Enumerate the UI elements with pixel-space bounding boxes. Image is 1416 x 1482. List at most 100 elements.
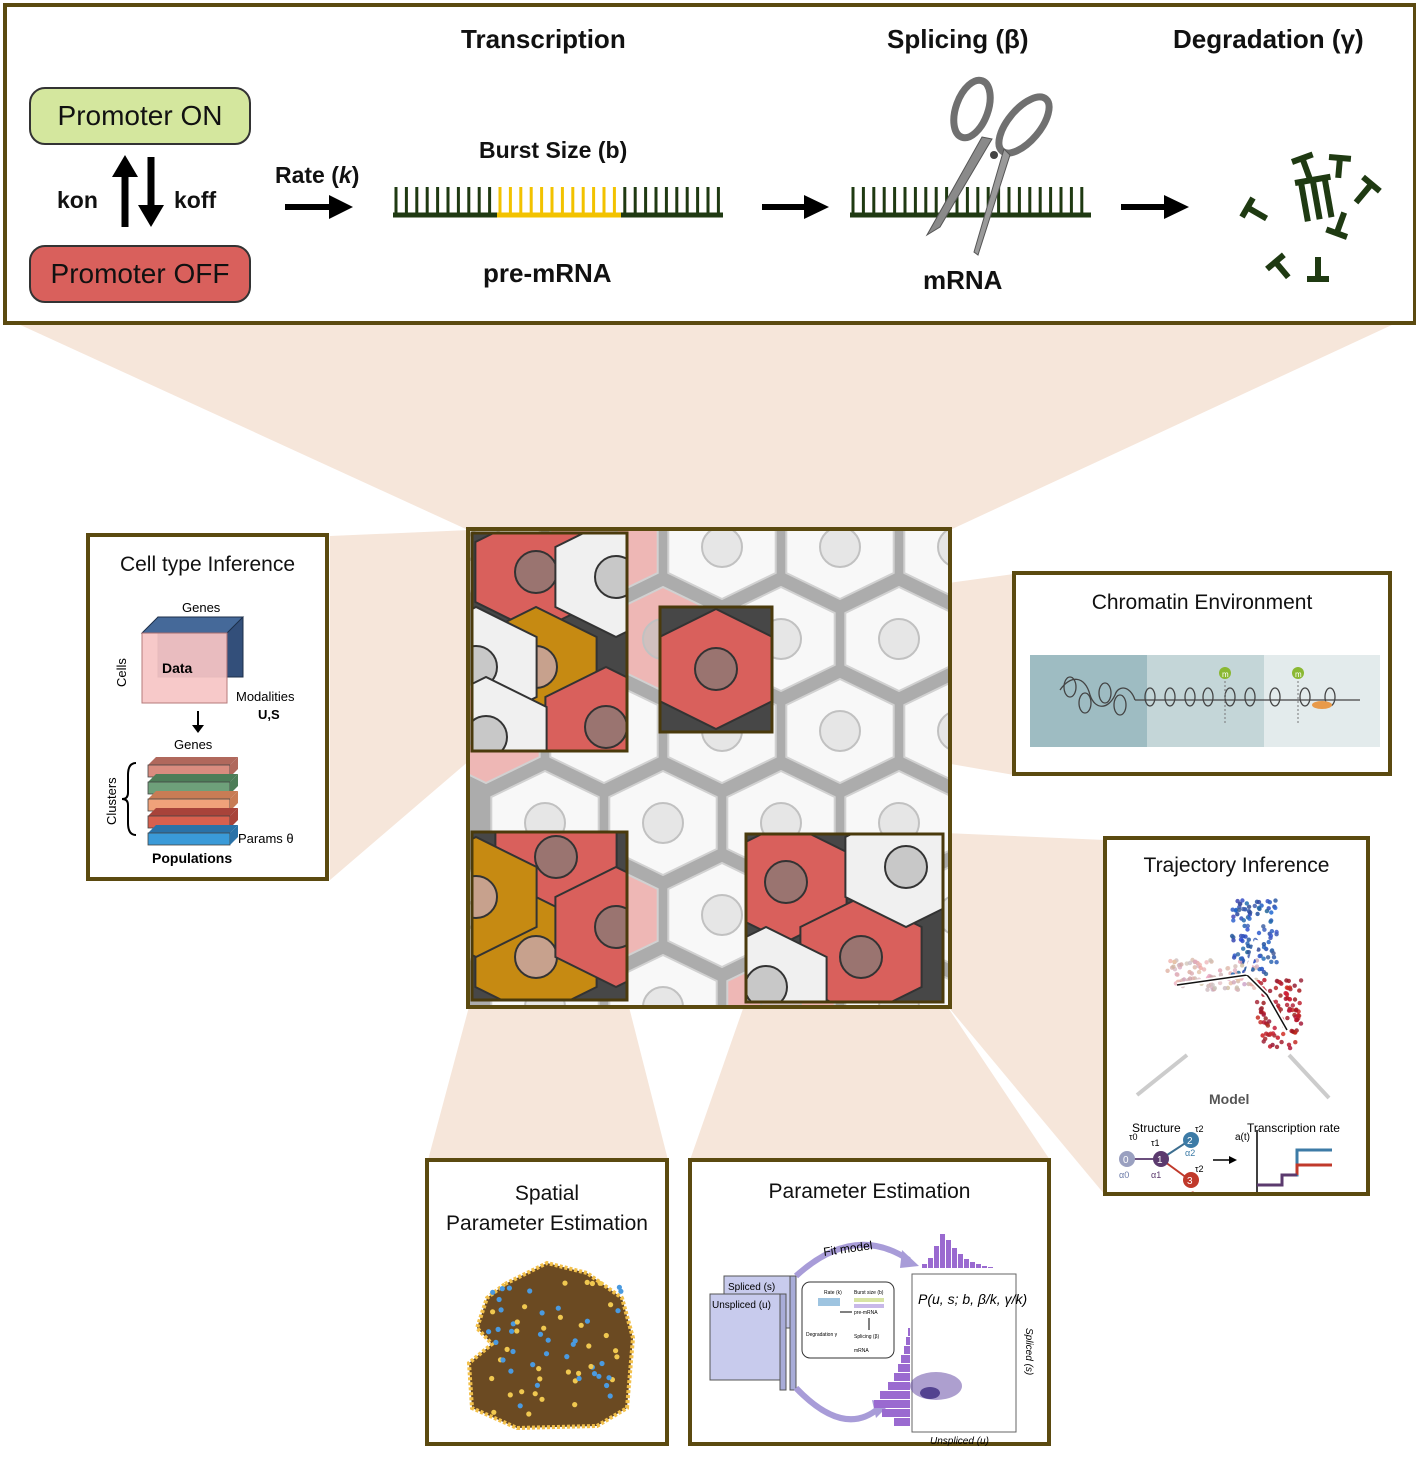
spatial-spot: [490, 1289, 496, 1295]
hist-bar-top: [940, 1234, 945, 1268]
trajectory-point: [1269, 910, 1274, 915]
burst-size-label: Burst Size (b): [479, 137, 628, 163]
methyl-mark-1: m: [1222, 670, 1229, 679]
trajectory-point: [1234, 985, 1240, 990]
highlight-nucleus: [472, 715, 508, 751]
mechanism-graphics: [285, 76, 1382, 282]
trajectory-point: [1284, 992, 1290, 997]
a-t-label: a(t): [1235, 1132, 1250, 1143]
trajectory-point: [1205, 987, 1210, 992]
nucleosome: [1269, 687, 1281, 707]
spatial-spot: [495, 1326, 501, 1332]
promoter-off-box: Promoter OFF: [29, 245, 251, 303]
trajectory-point: [1230, 907, 1235, 912]
highlight-cell: [472, 835, 538, 959]
parameter-estimation-panel: Parameter Estimation Spliced (s) Unsplic…: [688, 1158, 1051, 1446]
cluster-layer-top: [148, 808, 238, 816]
trajectory-point: [1201, 967, 1207, 972]
trajectory-point: [1271, 955, 1277, 960]
tau1-label: τ1: [1151, 1138, 1160, 1148]
trajectory-point: [1231, 980, 1236, 985]
trajectory-point: [1198, 965, 1203, 971]
trajectory-point: [1264, 908, 1270, 914]
spatial-spot: [608, 1302, 614, 1308]
spatial-spot: [522, 1304, 528, 1310]
spatial-spot: [572, 1338, 578, 1344]
trajectory-point: [1279, 1039, 1284, 1045]
hist-bar-top: [928, 1258, 933, 1268]
trajectory-point: [1275, 1035, 1280, 1040]
trajectory-point: [1240, 898, 1245, 903]
highlight-nucleus: [884, 845, 928, 889]
trajectory-point: [1258, 1010, 1264, 1015]
trajectory-point: [1286, 1042, 1292, 1047]
trajectory-point: [1231, 938, 1236, 943]
hist-bar-left: [880, 1391, 910, 1399]
nucleosome: [1164, 687, 1176, 707]
trajectory-point: [1246, 950, 1251, 955]
trajectory-point: [1276, 1003, 1281, 1008]
spatial-spot: [527, 1288, 533, 1294]
cone-trajectory: [945, 833, 1105, 1195]
trajectory-point: [1245, 927, 1250, 932]
data-label: Data: [162, 660, 193, 676]
spatial-spot: [616, 1284, 622, 1290]
likelihood-formula: P(u, s; b, β/k, γ/k): [918, 1291, 1027, 1307]
trajectory-point: [1263, 971, 1269, 977]
nucleosome: [1244, 687, 1256, 707]
trajectory-point: [1284, 1002, 1290, 1008]
trajectory-point: [1267, 1019, 1272, 1024]
spatial-spot: [564, 1354, 570, 1360]
modalities-label: Modalities: [236, 689, 295, 704]
cluster-layer-side: [230, 774, 238, 794]
trajectory-point: [1231, 918, 1236, 923]
spatial-spot: [545, 1337, 551, 1343]
nucleosome: [1184, 687, 1196, 707]
trajectory-point: [1231, 955, 1237, 960]
spatial-spot: [514, 1328, 520, 1334]
mini-burst: Burst size (b): [854, 1290, 884, 1296]
trajectory-point: [1297, 988, 1302, 993]
node-3: [1183, 1172, 1199, 1188]
highlight-cell: [554, 865, 627, 989]
cluster-layer-top: [148, 791, 238, 799]
spatial-spot: [537, 1376, 543, 1382]
trajectory-point: [1229, 933, 1235, 939]
node-0-label: 0: [1123, 1155, 1129, 1166]
hist-bar-left: [898, 1364, 910, 1372]
rate-text: Rate (: [275, 162, 339, 188]
structure-label: Structure: [1132, 1121, 1181, 1135]
trajectory-point: [1281, 1031, 1286, 1037]
trajectory-point: [1261, 956, 1266, 961]
hist-bar-top: [988, 1267, 993, 1268]
mini-splice: Splicing (β): [854, 1334, 879, 1340]
trajectory-point: [1256, 905, 1262, 911]
rate-symbol: k: [338, 162, 352, 188]
trajectory-point: [1269, 929, 1275, 934]
hist-bar-top: [934, 1246, 939, 1268]
hist-bar-top: [964, 1259, 969, 1268]
spatial-spots: [486, 1279, 624, 1417]
trajectory-point: [1273, 898, 1278, 903]
spatial-spot: [507, 1392, 513, 1398]
trajectory-point: [1254, 999, 1260, 1005]
hist-bar-top: [976, 1264, 981, 1268]
cone-top: [3, 317, 1409, 530]
spatial-spot: [603, 1332, 609, 1339]
trajectory-point: [1272, 1025, 1277, 1031]
node-3-label: 3: [1187, 1176, 1193, 1187]
spatial-spot: [489, 1375, 495, 1382]
spatial-spot: [498, 1307, 504, 1313]
spatial-spot: [562, 1280, 568, 1286]
param-est-diagram: Spliced (s) Unspliced (u) Fit model Rate…: [709, 1234, 1034, 1446]
trajectory-point: [1171, 964, 1176, 969]
genes-top-label: Genes: [182, 600, 221, 615]
spatial-spot: [539, 1310, 545, 1316]
cluster-layer-top: [148, 774, 238, 782]
trajectory-point: [1290, 1003, 1295, 1008]
alpha3-label: α3: [1185, 1190, 1195, 1192]
trajectory-point: [1241, 906, 1246, 912]
trajectory-point: [1256, 899, 1262, 905]
spatial-spot: [506, 1285, 512, 1291]
cluster-layer-side: [230, 808, 238, 828]
